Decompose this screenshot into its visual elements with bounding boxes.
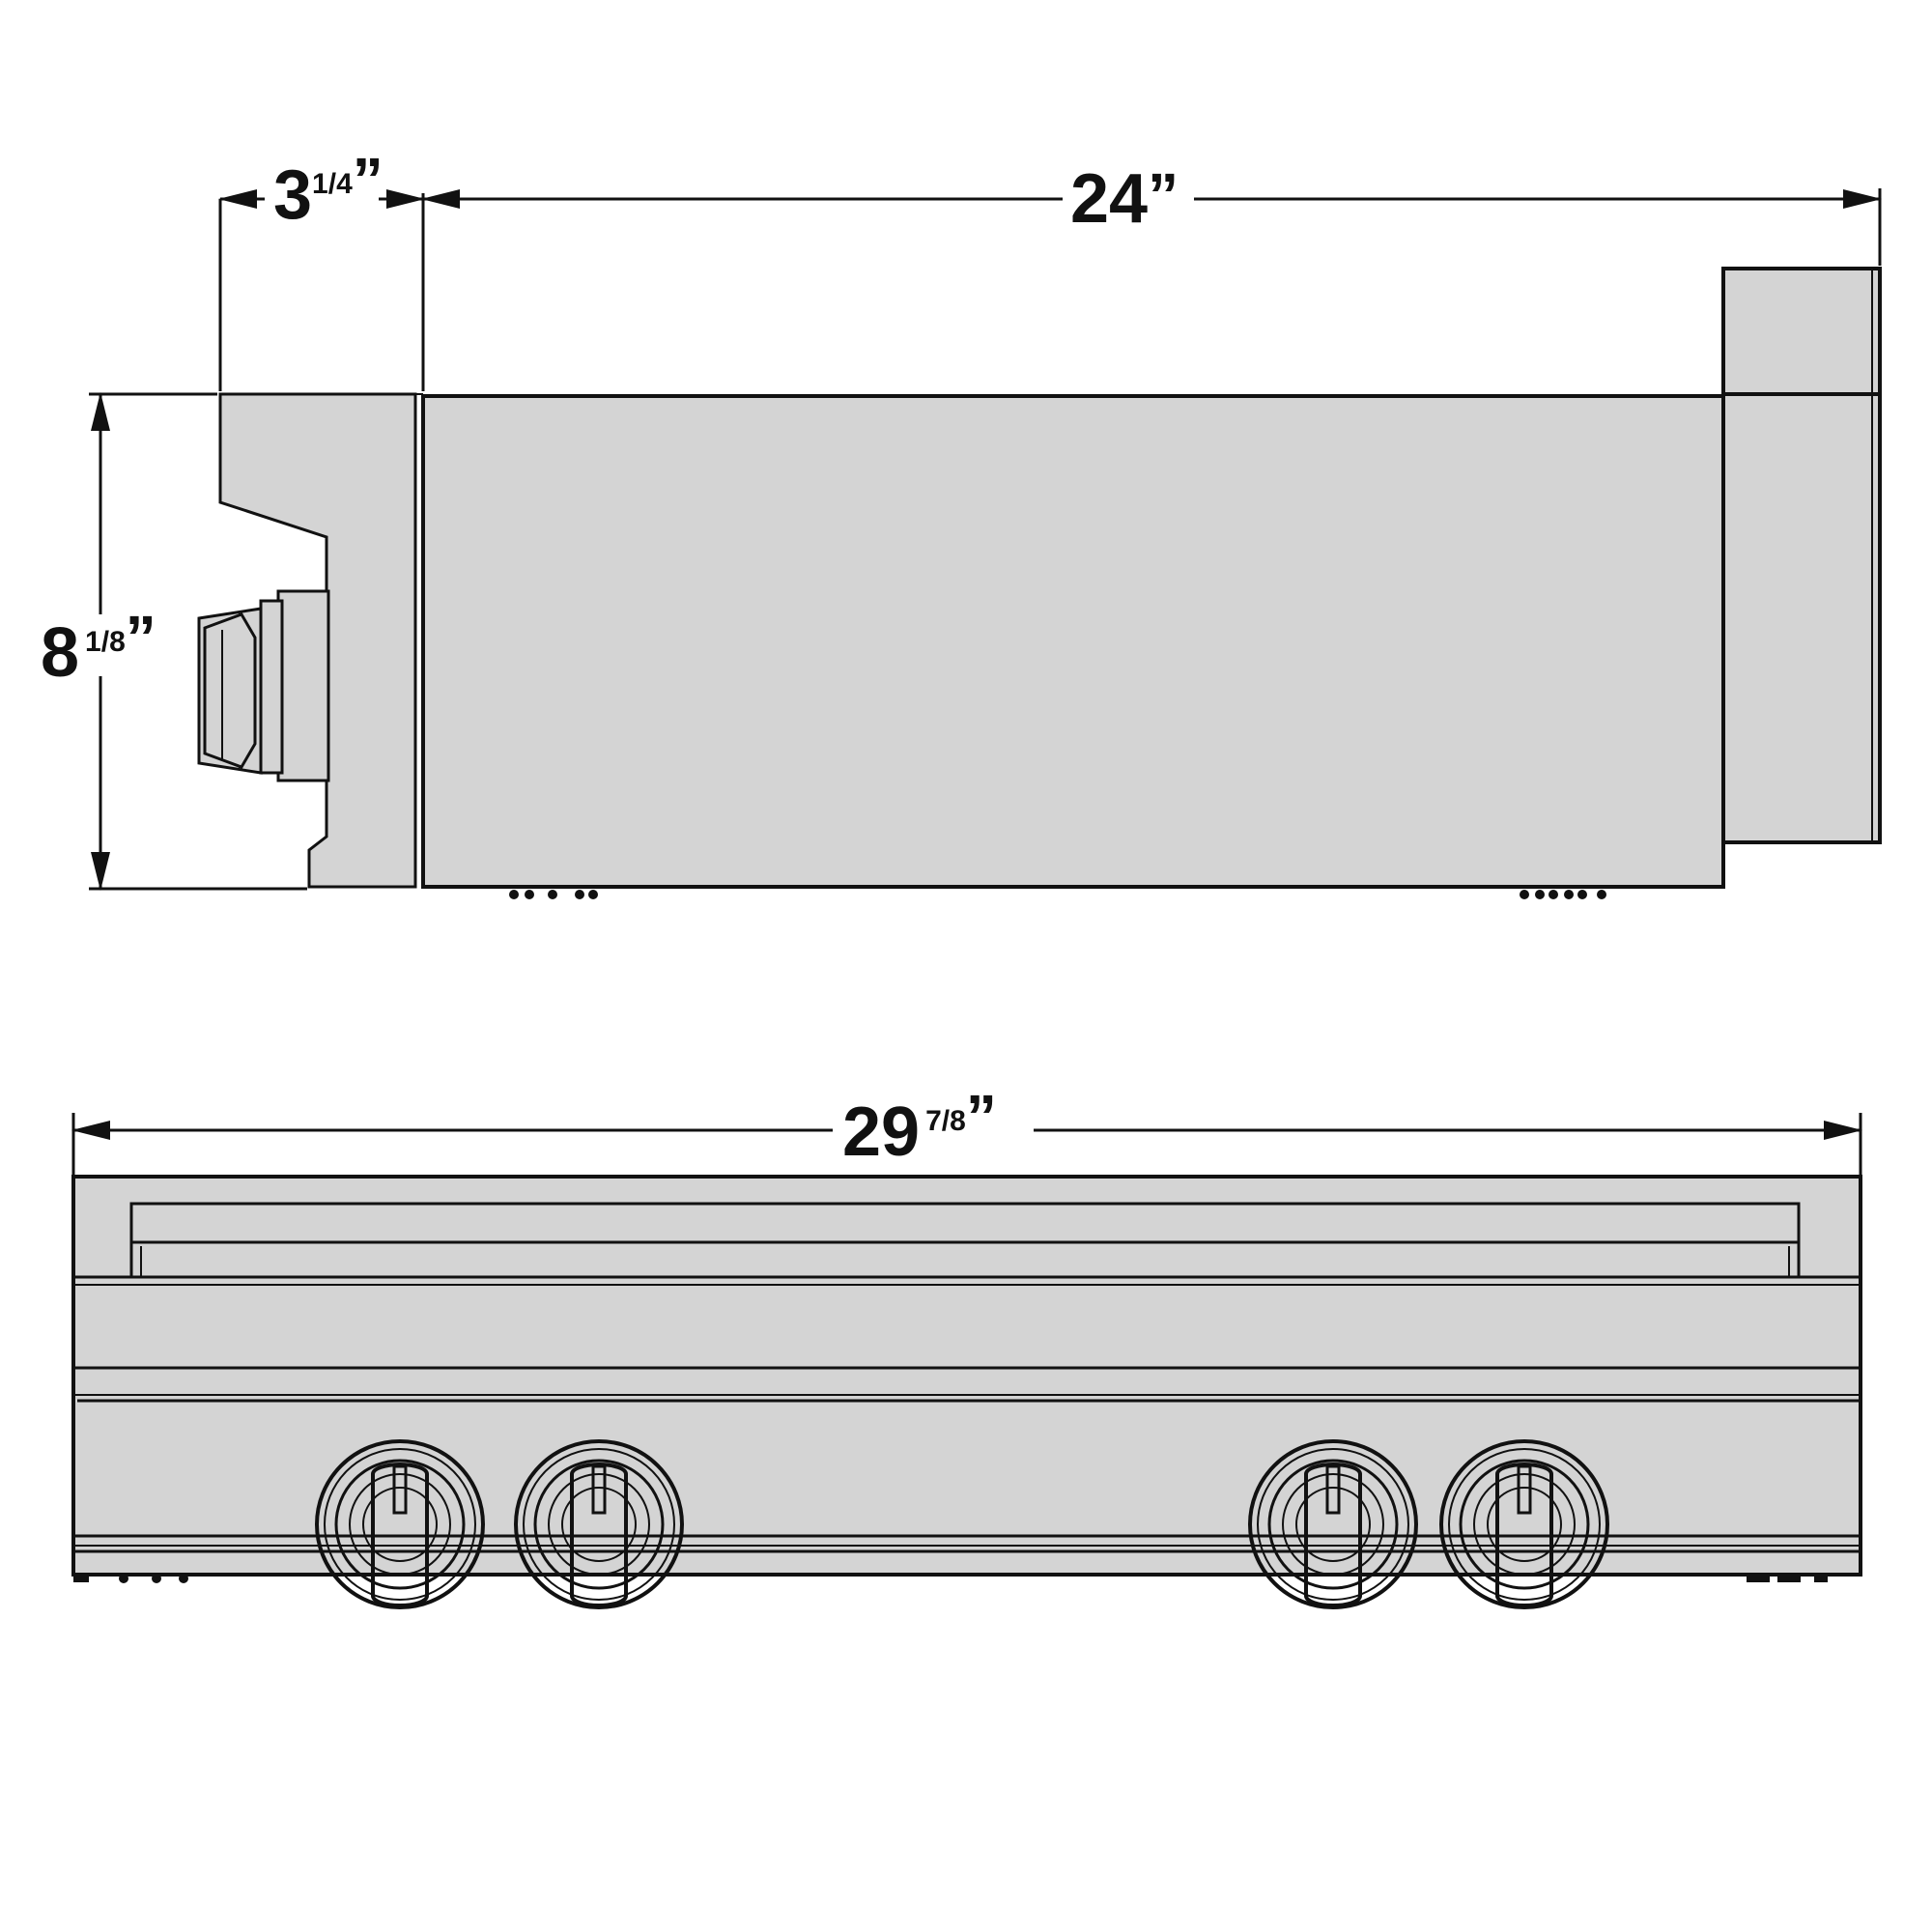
front-feet	[73, 1574, 1828, 1583]
burner-knob-1[interactable]	[315, 1439, 485, 1609]
side-knob	[197, 589, 330, 782]
burner-knob-3[interactable]	[1248, 1439, 1418, 1609]
side-feet	[509, 890, 1606, 899]
side-rear-riser-top	[1721, 267, 1882, 396]
side-control-panel	[218, 392, 417, 889]
burner-knob-4[interactable]	[1439, 1439, 1609, 1609]
front-knobs	[315, 1439, 1609, 1609]
depth-label: 24”	[1070, 160, 1179, 238]
burner-knob-2[interactable]	[514, 1439, 684, 1609]
front-main-body	[71, 1175, 1862, 1577]
side-rear-riser	[1721, 392, 1882, 844]
knob-projection-label: 31/4”	[273, 145, 384, 234]
front-top-lip	[129, 1202, 1801, 1277]
side-main-body	[421, 394, 1725, 889]
